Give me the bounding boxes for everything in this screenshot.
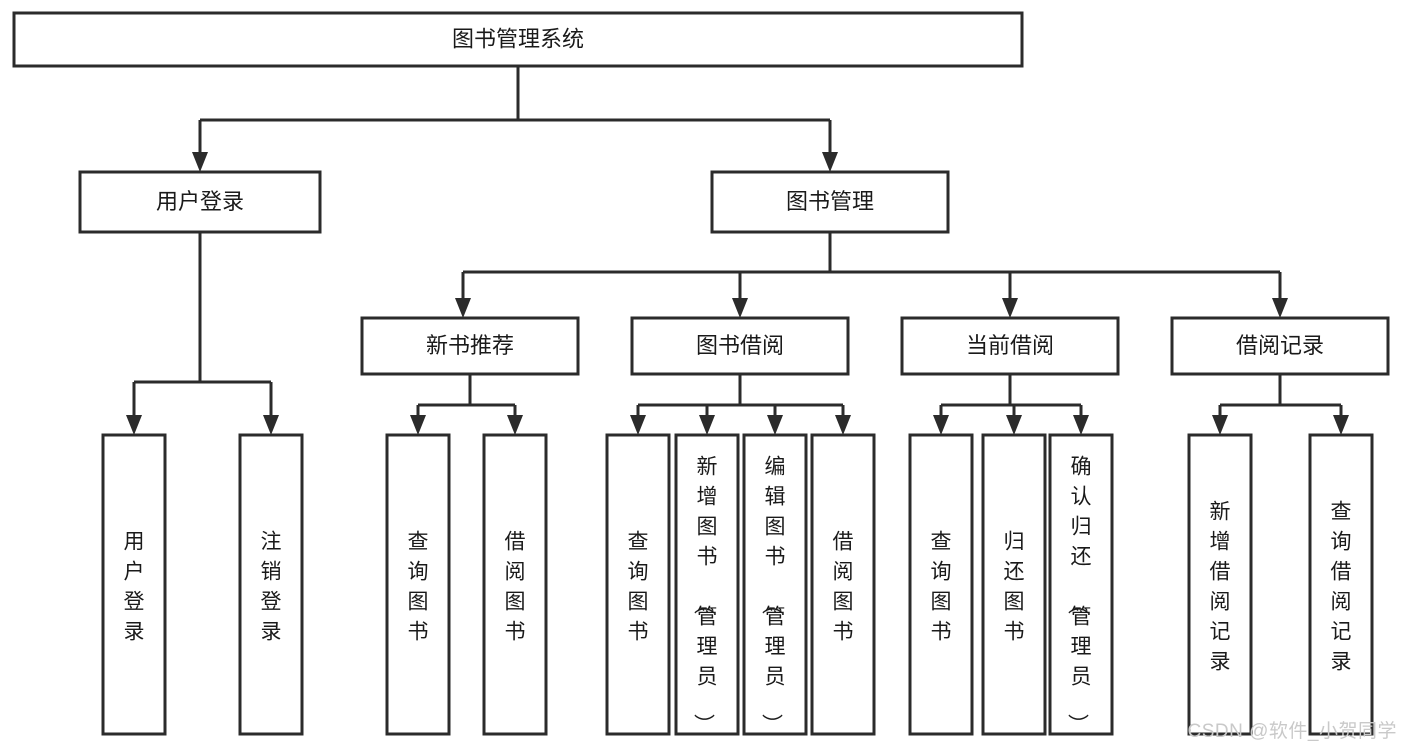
node-label: 编辑图书（管理员）: [760, 456, 786, 735]
node-label: 查询图书: [408, 531, 429, 644]
node-label: 查询图书: [931, 531, 952, 644]
node-level3-借阅记录[interactable]: 借阅记录: [1170, 316, 1390, 376]
node-leaf-11[interactable]: 新增借阅记录: [1187, 433, 1253, 736]
node-label: 图书管理: [786, 189, 874, 214]
node-leaf-6[interactable]: 编辑图书（管理员）: [742, 433, 808, 736]
node-level2-图书管理[interactable]: 图书管理: [710, 170, 950, 234]
node-leaf-8[interactable]: 查询图书: [908, 433, 974, 736]
node-label: 用户登录: [156, 189, 244, 214]
node-leaf-12[interactable]: 查询借阅记录: [1308, 433, 1374, 736]
node-level2-用户登录[interactable]: 用户登录: [78, 170, 322, 234]
node-leaf-10[interactable]: 确认归还（管理员）: [1048, 433, 1114, 736]
node-leaf-2[interactable]: 查询图书: [385, 433, 451, 736]
node-label: 查询图书: [628, 531, 649, 644]
node-label: 新增图书（管理员）: [692, 456, 718, 735]
node-root-图书管理系统[interactable]: 图书管理系统: [12, 11, 1024, 68]
node-leaf-9[interactable]: 归还图书: [981, 433, 1047, 736]
connector-edges: [126, 66, 1349, 435]
node-label: 图书管理系统: [452, 26, 584, 51]
node-label: 新书推荐: [426, 333, 514, 358]
node-label: 确认归还（管理员）: [1066, 456, 1092, 735]
node-label: 用户登录: [124, 531, 145, 644]
node-level3-新书推荐[interactable]: 新书推荐: [360, 316, 580, 376]
node-label: 借阅图书: [833, 531, 854, 644]
node-label: 归还图书: [1004, 531, 1025, 644]
watermark-text: CSDN @软件_小贺同学: [1187, 721, 1397, 742]
node-leaf-0[interactable]: 用户登录: [101, 433, 167, 736]
node-leaf-3[interactable]: 借阅图书: [482, 433, 548, 736]
node-label: 图书借阅: [696, 333, 784, 358]
node-label: 注销登录: [261, 531, 282, 644]
node-leaf-1[interactable]: 注销登录: [238, 433, 304, 736]
node-label: 新增借阅记录: [1210, 501, 1231, 674]
node-boxes: 图书管理系统用户登录图书管理新书推荐图书借阅当前借阅借阅记录用户登录注销登录查询…: [12, 11, 1390, 736]
node-leaf-4[interactable]: 查询图书: [605, 433, 671, 736]
node-level3-图书借阅[interactable]: 图书借阅: [630, 316, 850, 376]
node-label: 借阅记录: [1236, 333, 1324, 358]
node-label: 当前借阅: [966, 333, 1054, 358]
node-label: 查询借阅记录: [1331, 501, 1352, 674]
node-leaf-7[interactable]: 借阅图书: [810, 433, 876, 736]
node-label: 借阅图书: [505, 531, 526, 644]
node-leaf-5[interactable]: 新增图书（管理员）: [674, 433, 740, 736]
node-level3-当前借阅[interactable]: 当前借阅: [900, 316, 1120, 376]
